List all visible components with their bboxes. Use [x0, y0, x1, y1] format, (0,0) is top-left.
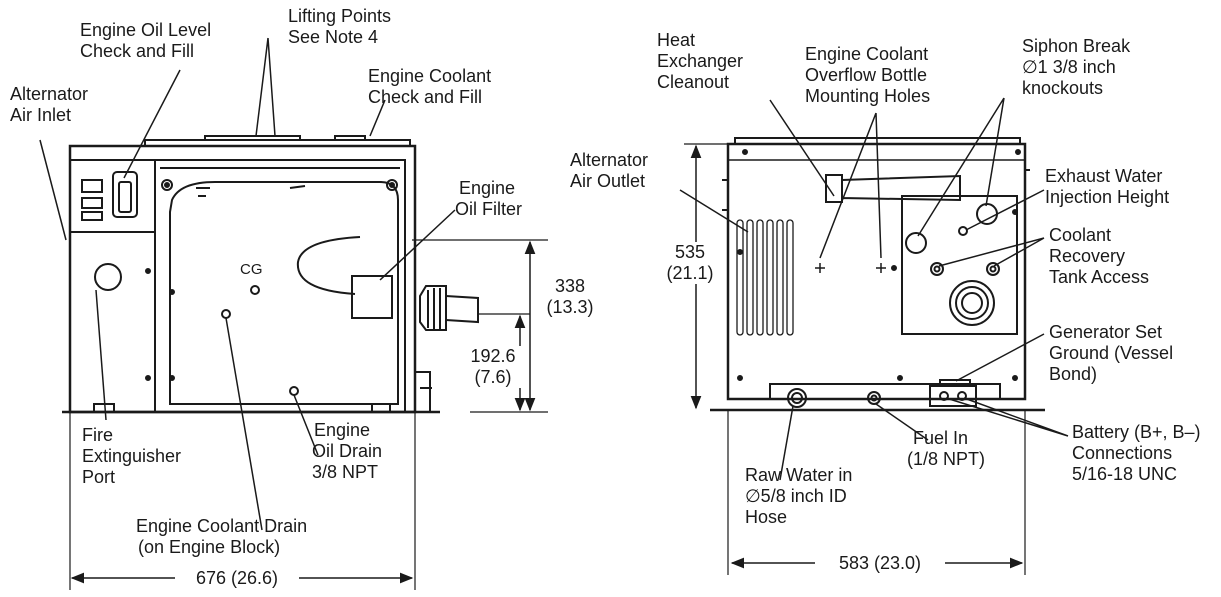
- leader-fire-port: [95, 289, 107, 421]
- label-battery-connections: Battery (B+, B–) Connections 5/16-18 UNC: [1072, 422, 1201, 484]
- leader-recovery: [938, 237, 1045, 267]
- label-raw-water: Raw Water in ∅5/8 inch ID Hose: [745, 465, 853, 527]
- leader-raw-water: [779, 405, 794, 481]
- label-lifting-points: Lifting Points See Note 4: [288, 6, 392, 47]
- label-overflow-bottle: Engine Coolant Overflow Bottle Mounting …: [805, 44, 931, 106]
- dim-filter-height: 192.6 (7.6): [462, 346, 524, 388]
- raw-water-inlet: [787, 388, 807, 408]
- mounting-hole-2: [876, 263, 886, 273]
- exhaust-outlet: [949, 280, 995, 326]
- left-engine-cover: [169, 181, 399, 405]
- label-alternator-outlet: Alternator Air Outlet: [570, 150, 649, 191]
- label-oil-level: Engine Oil Level Check and Fill: [80, 20, 212, 61]
- oil-fill-cap: [112, 171, 138, 218]
- cg-label: CG: [240, 261, 263, 278]
- dim-right-width: 583 (23.0): [815, 553, 945, 574]
- right-generator-view: [679, 97, 1069, 575]
- siphon-knockout-1: [905, 232, 927, 254]
- mounting-hole-1: [815, 263, 825, 273]
- dim-cg-height: 338 (13.3): [546, 276, 594, 317]
- left-exhaust-fitting: [419, 285, 447, 331]
- leader-overflow: [819, 112, 882, 259]
- dim-left-width: 676 (26.6): [175, 568, 299, 589]
- label-fire-extinguisher-port: Fire Extinguisher Port: [82, 425, 182, 487]
- leader-oil-level: [123, 69, 181, 179]
- siphon-knockout-2: [976, 203, 998, 225]
- leader-battery: [945, 397, 1069, 437]
- leader-alt-inlet: [39, 139, 67, 241]
- label-exhaust-injection: Exhaust Water Injection Height: [1045, 166, 1170, 207]
- battery-terminal-block: [929, 385, 977, 407]
- label-ground-bond: Generator Set Ground (Vessel Bond): [1049, 322, 1174, 384]
- coolant-recovery-port-2: [986, 262, 1000, 276]
- label-coolant-fill: Engine Coolant Check and Fill: [368, 66, 492, 107]
- leader-coolant-drain: [225, 317, 263, 531]
- label-alternator-inlet: Alternator Air Inlet: [10, 84, 89, 125]
- label-oil-filter: Engine Oil Filter: [455, 178, 522, 219]
- label-heat-exchanger-cleanout: Heat Exchanger Cleanout: [657, 30, 744, 92]
- coolant-recovery-port-1: [930, 262, 944, 276]
- leader-alt-outlet: [679, 189, 749, 233]
- label-coolant-drain: Engine Coolant Drain (on Engine Block): [136, 516, 308, 557]
- oil-filter: [351, 275, 393, 319]
- label-oil-drain: Engine Oil Drain 3/8 NPT: [312, 420, 383, 482]
- leader-siphon: [917, 97, 1005, 237]
- siphon-knockout-panel: [901, 195, 1018, 335]
- oil-filter-hose: [296, 236, 361, 295]
- alternator-inlet-circle: [94, 263, 122, 291]
- label-fuel-in: Fuel In (1/8 NPT): [907, 428, 986, 469]
- leader-oil-filter: [379, 209, 456, 281]
- left-generator-view: [39, 37, 548, 590]
- right-bottom-tray: [769, 383, 1001, 399]
- fuel-inlet: [867, 391, 881, 405]
- label-siphon-break: Siphon Break ∅1 3/8 inch knockouts: [1022, 36, 1131, 98]
- leader-ground: [955, 333, 1045, 382]
- leader-coolant-fill: [369, 99, 386, 137]
- dim-right-height: 535 (21.1): [658, 242, 722, 284]
- leader-lifting: [255, 37, 276, 137]
- leader-fuel: [875, 403, 929, 441]
- exhaust-injection-point: [958, 226, 968, 236]
- leader-oil-drain: [293, 394, 319, 456]
- cg-marker: [250, 285, 260, 295]
- label-coolant-recovery: Coolant Recovery Tank Access: [1049, 225, 1150, 287]
- leader-exhaust: [965, 189, 1045, 231]
- leader-hx-cleanout: [769, 99, 835, 197]
- alternator-outlet-grille: [736, 219, 794, 336]
- ground-stud: [939, 379, 971, 387]
